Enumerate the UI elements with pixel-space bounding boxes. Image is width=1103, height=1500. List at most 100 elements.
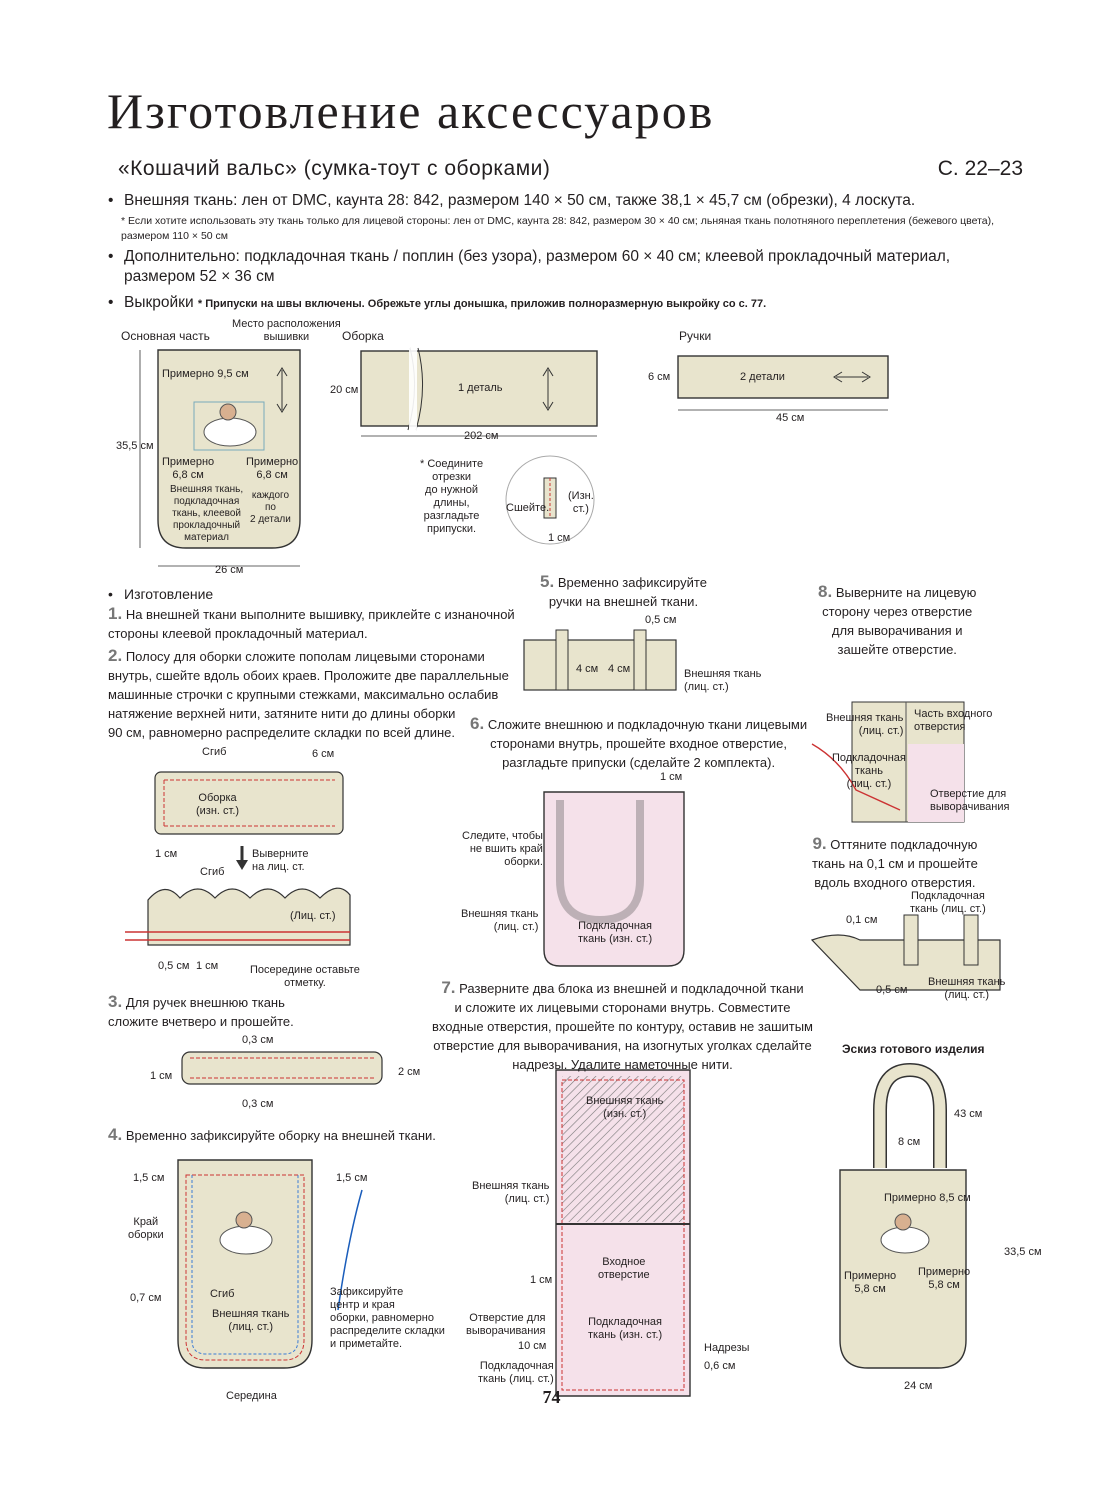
handles-on-outer-diagram (523, 639, 677, 691)
step-9: 9. Оттяните подкладочную ткань на 0,1 см… (812, 834, 978, 890)
step-5-text: Временно зафиксируйте ручки на внешней т… (548, 575, 707, 609)
d4-fix: Зафиксируйте центр и края оборки, равном… (330, 1286, 445, 1350)
needle-icon (337, 1189, 363, 1311)
materials-extra-2: размером 52 × 36 см (124, 268, 275, 285)
sketch-handle: 43 см (954, 1108, 983, 1120)
embroidery-label: Место расположения вышивки (232, 318, 341, 343)
d2-mark: Посередине оставьте отметку. (250, 964, 360, 989)
d7-turn-hole: Отверстие для выворачивания (466, 1312, 546, 1337)
d2-ruffle: Оборка (изн. ст.) (196, 792, 240, 817)
main-width-label: 26 см (215, 564, 244, 576)
sketch-heading: Эскиз готового изделия (842, 1042, 985, 1056)
d8-hole: Отверстие для выворачивания (930, 788, 1010, 813)
d4-edge: Край оборки (128, 1216, 164, 1241)
ruffle-heading: Оборка (342, 329, 384, 343)
d7-outer-wrong: Внешняя ткань (изн. ст.) (586, 1095, 664, 1120)
d2-fold2: Сгиб (200, 866, 225, 878)
extra-text: подкладочная ткань / поплин (без узора),… (244, 248, 951, 265)
d7-notch-size: 0,6 см (704, 1360, 736, 1372)
d9-small: 0,1 см (846, 914, 878, 926)
d9-lining: Подкладочная ткань (лиц. ст.) (910, 890, 986, 915)
d4-r15: 1,5 см (336, 1172, 368, 1184)
d3-right: 2 см (398, 1066, 421, 1078)
step-6-text: Сложите внешнюю и подкладочную ткани лиц… (487, 717, 808, 770)
fabrics-label: Внешняя ткань, подкладочная ткань, клеев… (170, 484, 244, 543)
approx-left-label: Примерно 6,8 см (162, 456, 215, 481)
step-7-text: Разверните два блока из внешней и подкла… (432, 981, 813, 1072)
d4-outer: Внешняя ткань (лиц. ст.) (212, 1308, 290, 1333)
d4-l15: 1,5 см (133, 1172, 165, 1184)
d7-one: 1 см (530, 1274, 553, 1286)
join-note-label: * Соедините отрезки до нужной длины, раз… (420, 458, 484, 535)
outer-label: Внешняя ткань: (124, 192, 238, 209)
d7-outer-right: Внешняя ткань (лиц. ст.) (472, 1180, 550, 1205)
page-reference: С. 22–23 (937, 157, 1023, 180)
finished-bag-sketch (839, 1169, 967, 1369)
d6-lining: Подкладочная ткань (изн. ст.) (578, 920, 653, 945)
d8-lining: Подкладочная ткань (лиц. ст.) (832, 752, 906, 790)
d2-fold: Сгиб (202, 746, 227, 758)
d3-bottom: 0,3 см (242, 1098, 274, 1110)
materials-note: * Если хотите использовать эту ткань тол… (121, 215, 995, 227)
d6-outer: Внешняя ткань (лиц. ст.) (461, 908, 539, 933)
steps-heading: •Изготовление (108, 586, 214, 602)
patterns-label: Выкройки (124, 294, 194, 311)
approx-top-label: Примерно 9,5 см (162, 368, 249, 380)
step-1-text: На внешней ткани выполните вышивку, прик… (108, 607, 515, 641)
outer-text: лен от DMC, каунта 28: 842, размером 140… (241, 192, 916, 209)
approx-right-label: Примерно 6,8 см (246, 456, 299, 481)
d5-outer: Внешняя ткань (лиц. ст.) (684, 668, 762, 693)
handles-width-label: 45 см (776, 412, 805, 424)
d7-notches: Надрезы (704, 1342, 750, 1354)
d9-half: 0,5 см (876, 984, 908, 996)
sketch-height: 33,5 см (1004, 1246, 1042, 1258)
step-5: 5. Временно зафиксируйте ручки на внешне… (540, 572, 707, 609)
ruffle-width-label: 202 см (464, 430, 499, 442)
d5-half: 0,5 см (645, 614, 677, 626)
outer-fabric-with-ruffle (177, 1159, 313, 1369)
d7-lining-right: Подкладочная ткань (лиц. ст.) (478, 1360, 554, 1385)
ruffle-height-label: 20 см (330, 384, 359, 396)
gathered-ruffle-diagram (147, 887, 351, 946)
step-6: 6. Сложите внешнюю и подкладочную ткани … (470, 714, 808, 770)
sketch-eight: 8 см (898, 1136, 921, 1148)
extra-label: Дополнительно: (124, 248, 240, 265)
sketch-approx-l: Примерно 5,8 см (844, 1270, 897, 1295)
d4-l07: 0,7 см (130, 1292, 162, 1304)
d2-turn: Выверните на лиц. ст. (252, 848, 309, 873)
step-8: 8. Выверните на лицевую сторону через от… (818, 582, 977, 657)
step-9-text: Оттяните подкладочную ткань на 0,1 см и … (812, 837, 978, 890)
sew-label: Сшейте. (506, 502, 550, 514)
d2-half: 0,5 см (158, 960, 190, 972)
embroidery-area (193, 401, 265, 451)
d5-four2: 4 см (608, 663, 631, 675)
handles-pieces-label: 2 детали (740, 371, 785, 383)
main-pattern-heading: Основная часть (121, 329, 210, 343)
d7-opening: Входное отверстие (598, 1256, 650, 1281)
d3-left: 1 см (150, 1070, 173, 1082)
allow-label: 1 см (548, 532, 571, 544)
step-2-text: Полосу для оборки сложите пополам лицевы… (108, 649, 509, 740)
project-subtitle: «Кошачий вальс» (сумка-тоут с оборками) (118, 157, 551, 180)
page-title: Изготовление аксессуаров (107, 83, 715, 139)
page-number: 74 (542, 1387, 561, 1407)
step-7: 7. Разверните два блока из внешней и под… (432, 978, 813, 1072)
sketch-width: 24 см (904, 1380, 933, 1392)
wrong-side-label: (Изн. ст.) (568, 490, 594, 515)
step-3: 3. Для ручек внешнюю ткань сложите вчетв… (108, 992, 294, 1029)
embroidery-girl-icon (203, 417, 257, 447)
step-4: 4. Временно зафиксируйте оборку на внешн… (108, 1125, 436, 1144)
d6-one: 1 см (660, 771, 683, 783)
d2-six: 6 см (312, 748, 335, 760)
ruffle-pieces-label: 1 деталь (458, 382, 503, 394)
d7-ten: 10 см (518, 1340, 547, 1352)
materials-extra: •Дополнительно: подкладочная ткань / поп… (108, 248, 951, 265)
handle-fold-diagram (181, 1051, 383, 1085)
d5-four1: 4 см (576, 663, 599, 675)
d8-part: Часть входного отверстия (914, 708, 993, 733)
handles-height-label: 6 см (648, 371, 671, 383)
d4-middle: Середина (226, 1390, 277, 1402)
d2-right: (Лиц. ст.) (290, 910, 336, 922)
d3-top: 0,3 см (242, 1034, 274, 1046)
